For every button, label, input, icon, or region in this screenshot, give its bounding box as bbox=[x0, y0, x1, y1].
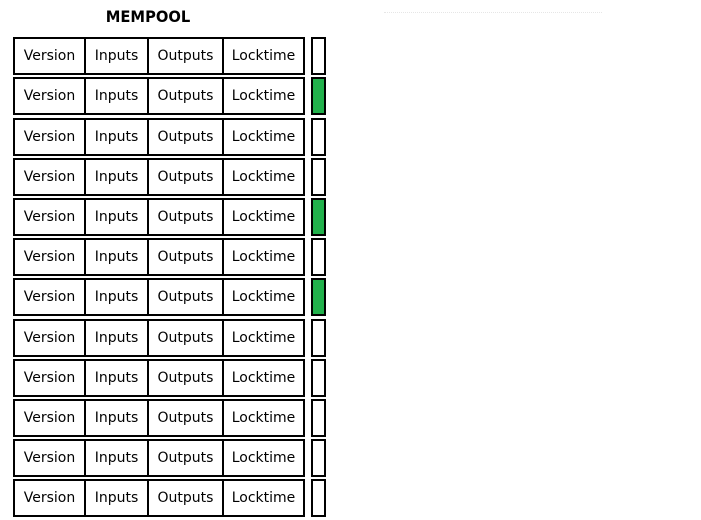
outputs-cell: Outputs bbox=[147, 238, 224, 276]
inputs-cell: Inputs bbox=[84, 439, 149, 477]
version-cell: Version bbox=[13, 439, 86, 477]
locktime-cell: Locktime bbox=[222, 118, 305, 156]
locktime-cell: Locktime bbox=[222, 399, 305, 437]
version-cell: Version bbox=[13, 278, 86, 316]
inputs-cell: Inputs bbox=[84, 158, 149, 196]
unselected-indicator[interactable] bbox=[311, 479, 326, 517]
version-cell: Version bbox=[13, 238, 86, 276]
locktime-cell: Locktime bbox=[222, 439, 305, 477]
outputs-cell: Outputs bbox=[147, 77, 224, 115]
version-cell: Version bbox=[13, 479, 86, 517]
version-cell: Version bbox=[13, 319, 86, 357]
unselected-indicator[interactable] bbox=[311, 158, 326, 196]
inputs-cell: Inputs bbox=[84, 319, 149, 357]
faint-divider bbox=[384, 12, 602, 13]
outputs-cell: Outputs bbox=[147, 158, 224, 196]
outputs-cell: Outputs bbox=[147, 198, 224, 236]
locktime-cell: Locktime bbox=[222, 238, 305, 276]
locktime-cell: Locktime bbox=[222, 37, 305, 75]
version-cell: Version bbox=[13, 359, 86, 397]
selected-indicator[interactable] bbox=[311, 77, 326, 115]
outputs-cell: Outputs bbox=[147, 319, 224, 357]
inputs-cell: Inputs bbox=[84, 37, 149, 75]
version-cell: Version bbox=[13, 158, 86, 196]
inputs-cell: Inputs bbox=[84, 479, 149, 517]
inputs-cell: Inputs bbox=[84, 399, 149, 437]
locktime-cell: Locktime bbox=[222, 278, 305, 316]
unselected-indicator[interactable] bbox=[311, 238, 326, 276]
unselected-indicator[interactable] bbox=[311, 359, 326, 397]
locktime-cell: Locktime bbox=[222, 359, 305, 397]
version-cell: Version bbox=[13, 399, 86, 437]
outputs-cell: Outputs bbox=[147, 37, 224, 75]
inputs-cell: Inputs bbox=[84, 278, 149, 316]
locktime-cell: Locktime bbox=[222, 319, 305, 357]
unselected-indicator[interactable] bbox=[311, 37, 326, 75]
inputs-cell: Inputs bbox=[84, 198, 149, 236]
outputs-cell: Outputs bbox=[147, 399, 224, 437]
outputs-cell: Outputs bbox=[147, 359, 224, 397]
version-cell: Version bbox=[13, 77, 86, 115]
version-cell: Version bbox=[13, 118, 86, 156]
inputs-cell: Inputs bbox=[84, 118, 149, 156]
unselected-indicator[interactable] bbox=[311, 399, 326, 437]
mempool-title: MEMPOOL bbox=[105, 7, 191, 26]
version-cell: Version bbox=[13, 198, 86, 236]
unselected-indicator[interactable] bbox=[311, 319, 326, 357]
selected-indicator[interactable] bbox=[311, 198, 326, 236]
unselected-indicator[interactable] bbox=[311, 439, 326, 477]
locktime-cell: Locktime bbox=[222, 198, 305, 236]
outputs-cell: Outputs bbox=[147, 278, 224, 316]
outputs-cell: Outputs bbox=[147, 118, 224, 156]
inputs-cell: Inputs bbox=[84, 238, 149, 276]
selected-indicator[interactable] bbox=[311, 278, 326, 316]
locktime-cell: Locktime bbox=[222, 479, 305, 517]
unselected-indicator[interactable] bbox=[311, 118, 326, 156]
inputs-cell: Inputs bbox=[84, 359, 149, 397]
outputs-cell: Outputs bbox=[147, 479, 224, 517]
version-cell: Version bbox=[13, 37, 86, 75]
locktime-cell: Locktime bbox=[222, 77, 305, 115]
outputs-cell: Outputs bbox=[147, 439, 224, 477]
inputs-cell: Inputs bbox=[84, 77, 149, 115]
locktime-cell: Locktime bbox=[222, 158, 305, 196]
